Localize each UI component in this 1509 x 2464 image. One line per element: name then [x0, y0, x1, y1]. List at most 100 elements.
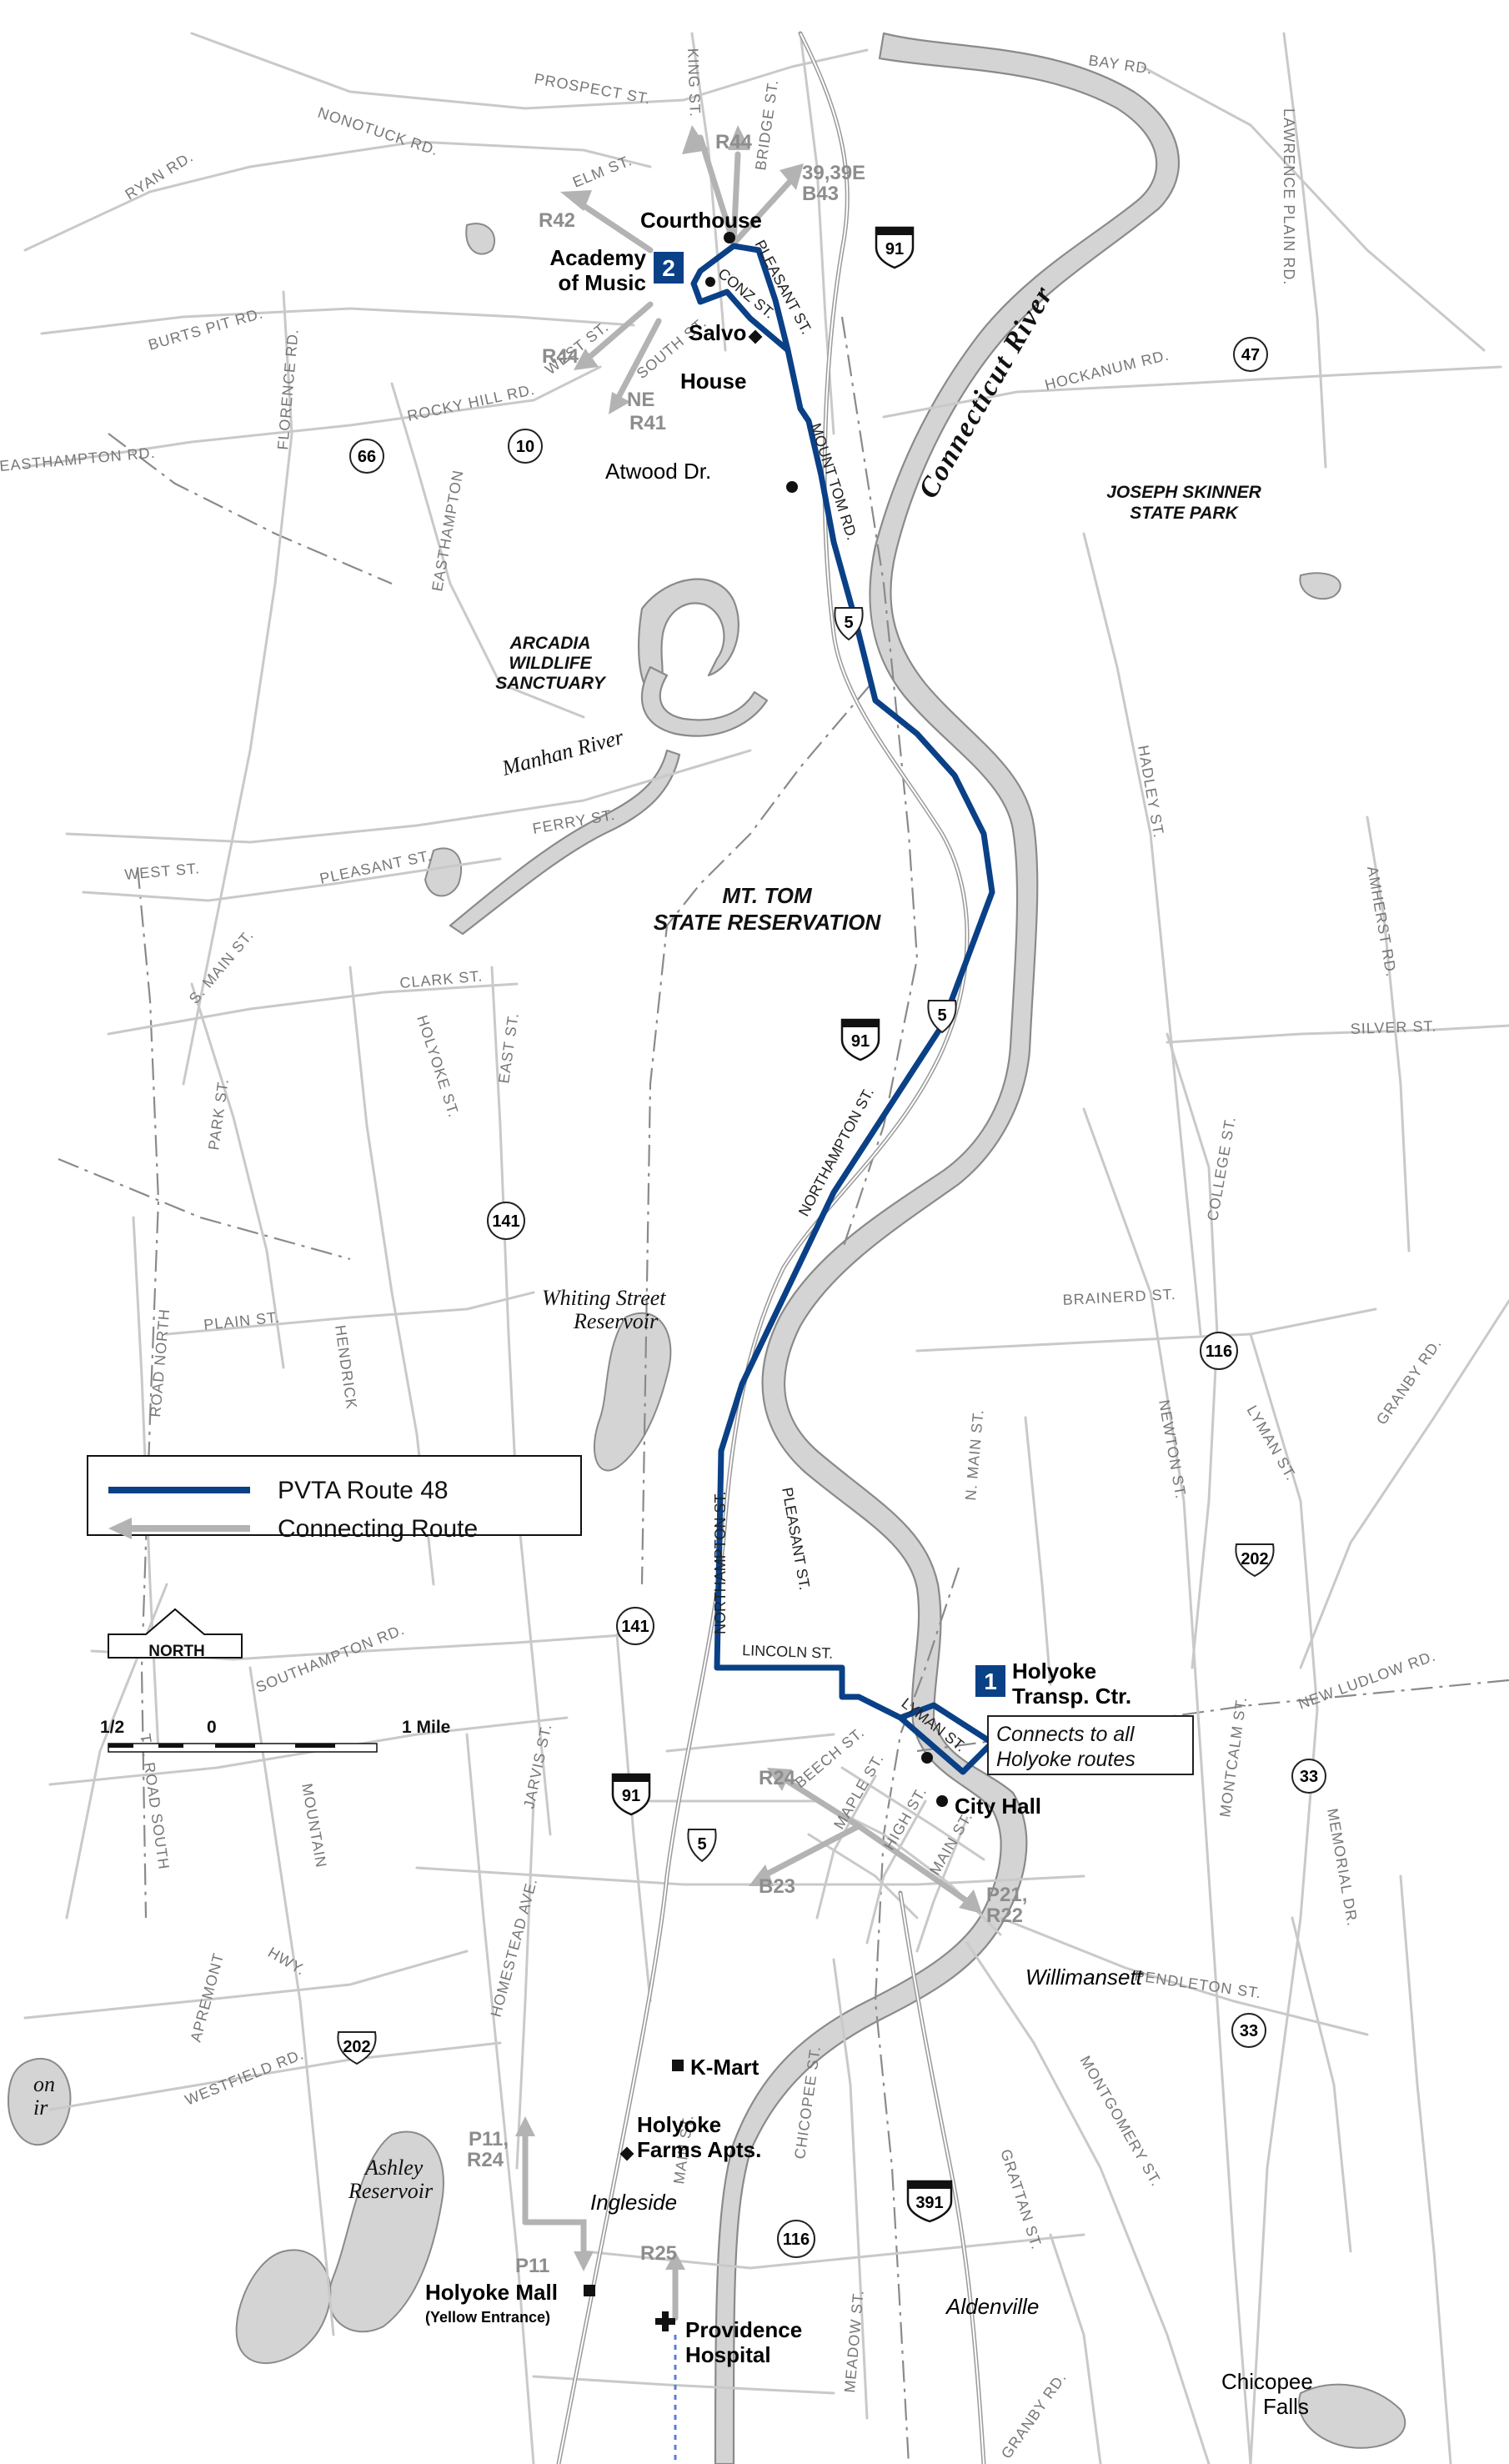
- mttom-label-1: MT. TOM: [722, 883, 813, 908]
- conn-b43: B43: [802, 183, 839, 205]
- hospital-icon: [655, 2311, 675, 2331]
- label-plain: PLAIN ST.: [203, 1308, 281, 1333]
- label-southampton: SOUTHAMPTON RD.: [253, 1621, 407, 1696]
- timepoint-1: 1 Holyoke Transp. Ctr.: [975, 1659, 1131, 1709]
- chicopee-label-2: Falls: [1263, 2394, 1309, 2419]
- manhan-river: [449, 749, 681, 936]
- label-bridge: BRIDGE ST.: [752, 78, 781, 172]
- svg-text:10: 10: [516, 438, 534, 456]
- skinner-label-1: JOSEPH SKINNER: [1106, 483, 1261, 502]
- whiting-label-2: Reservoir: [573, 1309, 659, 1333]
- timepoint-2-label-1: Academy: [549, 245, 646, 270]
- conn-r44-west: R44: [542, 345, 579, 368]
- callout-frame: [987, 1715, 1194, 1775]
- us202-shield-b: 202: [337, 2031, 377, 2065]
- pond-nw: [7, 2057, 72, 2146]
- legend-connecting-arrow: [108, 1518, 132, 1539]
- timepoint-2-box: [654, 252, 684, 284]
- city-hall-dot: [936, 1795, 948, 1807]
- svg-text:91: 91: [622, 1787, 640, 1805]
- kmart-marker: [672, 2060, 684, 2071]
- svg-text:33: 33: [1240, 2022, 1258, 2040]
- conn-p21: P21,: [986, 1884, 1027, 1906]
- legend: PVTA Route 48 Connecting Route: [87, 1455, 582, 1543]
- legend-connecting-label: Connecting Route: [278, 1515, 478, 1543]
- legend-frame: [87, 1455, 582, 1536]
- label-newton: NEWTON ST.: [1156, 1398, 1190, 1500]
- svg-text:391: 391: [915, 2194, 943, 2212]
- svg-text:91: 91: [885, 240, 904, 258]
- pond-mid: [424, 847, 463, 897]
- pond-sw: [235, 2249, 332, 2365]
- atwood-dot: [786, 481, 798, 493]
- timepoint-1-box: [975, 1665, 1005, 1697]
- svg-text:116: 116: [1206, 1342, 1232, 1361]
- north-label: NORTH: [148, 1643, 205, 1660]
- svg-text:33: 33: [1300, 1768, 1318, 1786]
- label-silver: SILVER ST.: [1350, 1017, 1436, 1037]
- pond-se: [1298, 2383, 1406, 2449]
- city-hall-label: City Hall: [955, 1794, 1041, 1819]
- svg-text:66: 66: [358, 448, 376, 466]
- edge-water-label-2: ir: [33, 2095, 48, 2120]
- svg-text:202: 202: [343, 2038, 370, 2056]
- label-hadley: HADLEY ST.: [1135, 744, 1167, 839]
- conn-r24-top: R24: [759, 1767, 796, 1789]
- us5-shield-b: 5: [927, 1000, 957, 1034]
- timepoint-1-label-1: Holyoke: [1012, 1659, 1096, 1684]
- interstate-shields: 91 91 91 391: [611, 226, 953, 2223]
- label-pleasant-mid: PLEASANT ST.: [318, 847, 434, 887]
- mttom-label-2: STATE RESERVATION: [654, 910, 882, 935]
- scale-half: 1/2: [100, 1718, 124, 1737]
- pond-east: [1299, 572, 1341, 600]
- conn-r44-north: R44: [715, 131, 753, 153]
- place-labels: Courthouse Salvo House Atwood Dr. City H…: [425, 208, 1313, 2419]
- label-granby-lower: GRANBY RD.: [998, 2369, 1070, 2461]
- us202-shield-a: 202: [1235, 1543, 1275, 1578]
- ashley-reservoir: [328, 2130, 444, 2333]
- label-road-south: TY. ROAD SOUTH: [137, 1733, 173, 1871]
- conn-r39: 39,39E: [802, 162, 865, 184]
- connecting-route-labels: R44 39,39E B43 R42 R44 NE R41 R24 B23 P2…: [467, 131, 1027, 2277]
- label-lyman-right: LYMAN ST.: [1244, 1403, 1301, 1483]
- transp-ctr-dot: [921, 1752, 933, 1764]
- label-lawrence: LAWRENCE PLAIN RD.: [1281, 108, 1297, 285]
- chicopee-label-1: Chicopee: [1221, 2369, 1313, 2394]
- conn-ne: NE: [627, 389, 654, 411]
- svg-text:5: 5: [844, 614, 853, 632]
- scale-zero: 0: [207, 1718, 217, 1737]
- svg-text:5: 5: [937, 1006, 946, 1025]
- conn-r42: R42: [539, 209, 575, 232]
- i91-shield-mid: 91: [840, 1018, 880, 1061]
- label-prospect: PROSPECT ST.: [533, 70, 652, 107]
- academy-dot: [705, 277, 715, 287]
- arcadia-label-3: SANCTUARY: [495, 674, 606, 693]
- kmart-label: K-Mart: [690, 2055, 760, 2080]
- salvo-house-label-2: House: [680, 369, 746, 394]
- svg-text:91: 91: [851, 1032, 870, 1051]
- water-features: [7, 32, 1406, 2464]
- label-ryan: RYAN RD.: [123, 148, 197, 203]
- label-east-st: EAST ST.: [495, 1011, 522, 1085]
- label-montgomery: MONTGOMERY ST.: [1077, 2053, 1166, 2190]
- svg-text:47: 47: [1241, 346, 1260, 364]
- label-holyoke-st: HOLYOKE ST.: [414, 1013, 462, 1120]
- label-northampton-low: NORTHAMPTON ST.: [712, 1492, 729, 1634]
- s116-shield-a: 116: [1200, 1332, 1238, 1370]
- label-montcalm: MONTCALM ST.: [1216, 1695, 1250, 1818]
- atwood-label: Atwood Dr.: [605, 459, 711, 484]
- scale-one: 1 Mile: [402, 1718, 450, 1737]
- aldenville-label: Aldenville: [945, 2294, 1039, 2319]
- svg-text:141: 141: [621, 1618, 649, 1636]
- timepoint-2-label-2: of Music: [559, 270, 646, 295]
- farms-marker: [619, 2146, 634, 2161]
- s47-shield: 47: [1233, 337, 1268, 372]
- label-lincoln: LINCOLN ST.: [742, 1642, 834, 1662]
- s141-shield-b: 141: [616, 1607, 654, 1645]
- svg-text:116: 116: [783, 2231, 810, 2249]
- connecting-routes: [515, 125, 982, 2321]
- legend-route-label: PVTA Route 48: [278, 1477, 449, 1504]
- label-memorial: MEMORIAL DR.: [1324, 1807, 1361, 1928]
- stop-markers: [584, 232, 948, 2464]
- conn-p11-top: P11,: [469, 2128, 509, 2150]
